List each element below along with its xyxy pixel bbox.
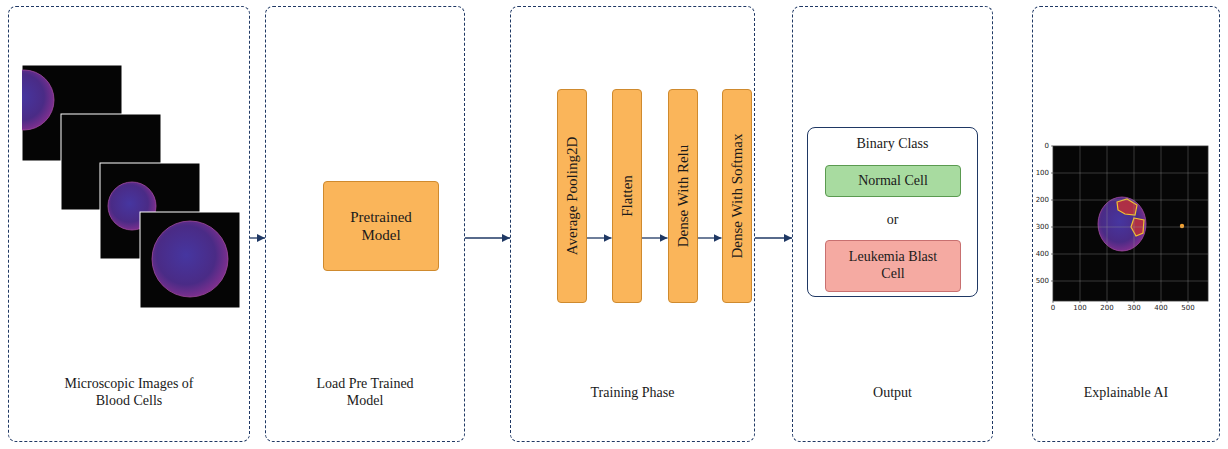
microscope-image-stack <box>0 65 240 308</box>
blood-cell <box>1098 197 1146 251</box>
layer-box: Flatten <box>612 89 642 303</box>
flow-arrow <box>755 237 792 238</box>
stage-caption: Microscopic Images of Blood Cells <box>59 376 199 410</box>
highlight-dot <box>1180 224 1184 228</box>
layer-box: Dense With Softmax <box>722 89 752 303</box>
layer-box: Dense With Relu <box>668 89 698 303</box>
node-label: Dense With Softmax <box>728 134 746 259</box>
class-box: Normal Cell <box>825 165 961 197</box>
output-box: Binary Class or Normal CellLeukemia Blast … <box>807 127 978 297</box>
axis-tick-label: 200 <box>1036 197 1049 204</box>
stage-caption: Training Phase <box>591 385 675 402</box>
axis-tick-label: 100 <box>1073 305 1086 312</box>
node-label: Leukemia Blast Cell <box>838 249 948 283</box>
axis-tick-label: 500 <box>1036 278 1049 285</box>
axis-tick-label: 200 <box>1100 305 1113 312</box>
blood-cell <box>152 221 228 297</box>
stage-panel: Explainable AI <box>1032 6 1220 442</box>
axis-tick-label: 0 <box>1045 143 1049 150</box>
node-label: Flatten <box>618 175 636 217</box>
flow-arrow <box>465 237 510 238</box>
axis-tick-label: 0 <box>1051 305 1055 312</box>
axis-tick-label: 400 <box>1036 251 1049 258</box>
node-label: Normal Cell <box>858 173 928 190</box>
stage-panel: Output Binary Class or Normal CellLeukemia … <box>792 6 993 442</box>
flow-arrow <box>698 237 722 238</box>
stage-panel: Training Phase Average Pooling2D Flatten De… <box>510 6 755 442</box>
axis-tick-label: 300 <box>1127 305 1140 312</box>
grid-lines <box>1053 146 1208 301</box>
flow-arrow <box>587 237 612 238</box>
layer-box: Average Pooling2D <box>557 89 587 303</box>
flow-arrow <box>642 237 668 238</box>
axis-tick-label: 100 <box>1036 170 1049 177</box>
axis-tick-label: 500 <box>1181 305 1194 312</box>
model-box: Pretrained Model <box>323 181 439 271</box>
node-label: Average Pooling2D <box>563 137 581 255</box>
axis-tick-label: 300 <box>1036 224 1049 231</box>
stage-caption: Output <box>873 385 912 402</box>
microscope-image <box>140 212 240 308</box>
stage-panel: Load Pre Trained Model Pretrained Model <box>265 6 465 442</box>
flow-arrow <box>250 237 265 238</box>
class-box: Leukemia Blast Cell <box>825 240 961 292</box>
explanation-plot <box>1051 146 1208 303</box>
axis-ticks <box>1051 146 1188 303</box>
stage-caption: Load Pre Trained Model <box>305 376 425 410</box>
node-label: Pretrained Model <box>341 208 421 244</box>
plot-image <box>1053 146 1208 301</box>
stage-caption: Explainable AI <box>1084 385 1168 402</box>
blood-cell <box>22 70 54 130</box>
node-label: Binary Class <box>857 136 929 153</box>
node-label: Dense With Relu <box>674 145 692 247</box>
node-label: or <box>887 212 899 229</box>
axis-tick-label: 400 <box>1154 305 1167 312</box>
stage-panel: Microscopic Images of Blood Cells <box>8 6 250 442</box>
